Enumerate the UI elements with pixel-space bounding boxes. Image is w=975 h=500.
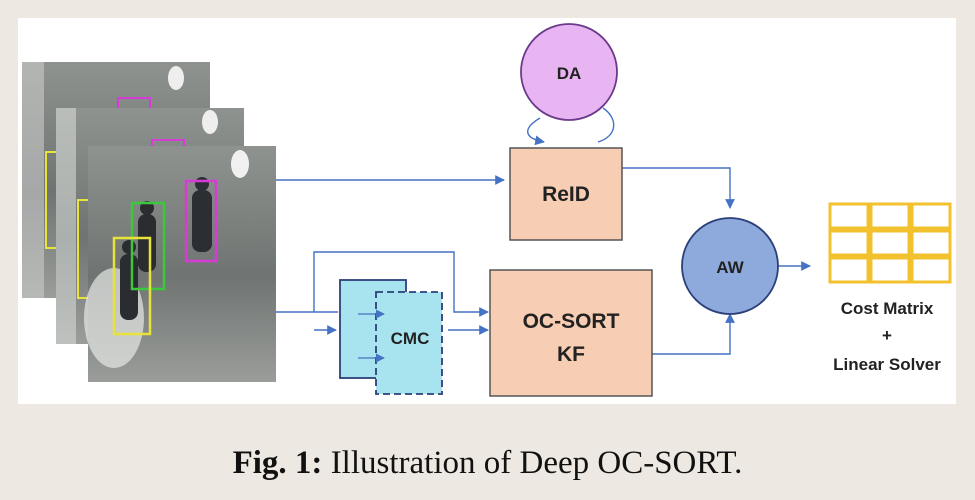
arrow-frames-to-ocsort [313, 251, 489, 317]
caption-label: Fig. 1: [232, 445, 323, 481]
aw-label: AW [716, 258, 744, 277]
aw-node [681, 217, 779, 315]
arrow-reid-to-aw [622, 167, 735, 209]
cmc-front-card [375, 291, 443, 395]
output-line-3: Linear Solver [833, 355, 941, 374]
arrow-ocsort-to-aw [652, 313, 735, 355]
connectors [276, 107, 811, 355]
cost-matrix-grid [828, 202, 952, 284]
output-line-2: + [882, 326, 892, 345]
output-line-1: Cost Matrix [841, 299, 934, 318]
reid-label: ReID [542, 183, 590, 206]
arrow-da-to-reid-left [527, 117, 545, 146]
da-label: DA [557, 64, 582, 83]
ocsort-label: OC-SORT [523, 310, 620, 333]
bbox-green [130, 201, 166, 291]
bbox-yellow [112, 236, 152, 336]
caption-text: Illustration of Deep OC-SORT. [330, 445, 743, 481]
figure-panel: DA ReID CMC OC-SORT KF AW Cost Matrix + … [18, 18, 956, 404]
arrow-reid-to-da-right [597, 107, 615, 143]
video-frames [22, 62, 276, 382]
bbox-magenta [184, 179, 218, 263]
kf-label: KF [557, 343, 585, 366]
figure-caption: Fig. 1: Illustration of Deep OC-SORT. [0, 445, 975, 482]
frame-front [84, 146, 276, 382]
cmc-label: CMC [391, 329, 430, 348]
ocsort-kf-node [489, 269, 653, 397]
pipeline-diagram: DA ReID CMC OC-SORT KF AW Cost Matrix + … [22, 23, 952, 397]
reid-node [509, 147, 623, 241]
da-node [520, 23, 618, 121]
